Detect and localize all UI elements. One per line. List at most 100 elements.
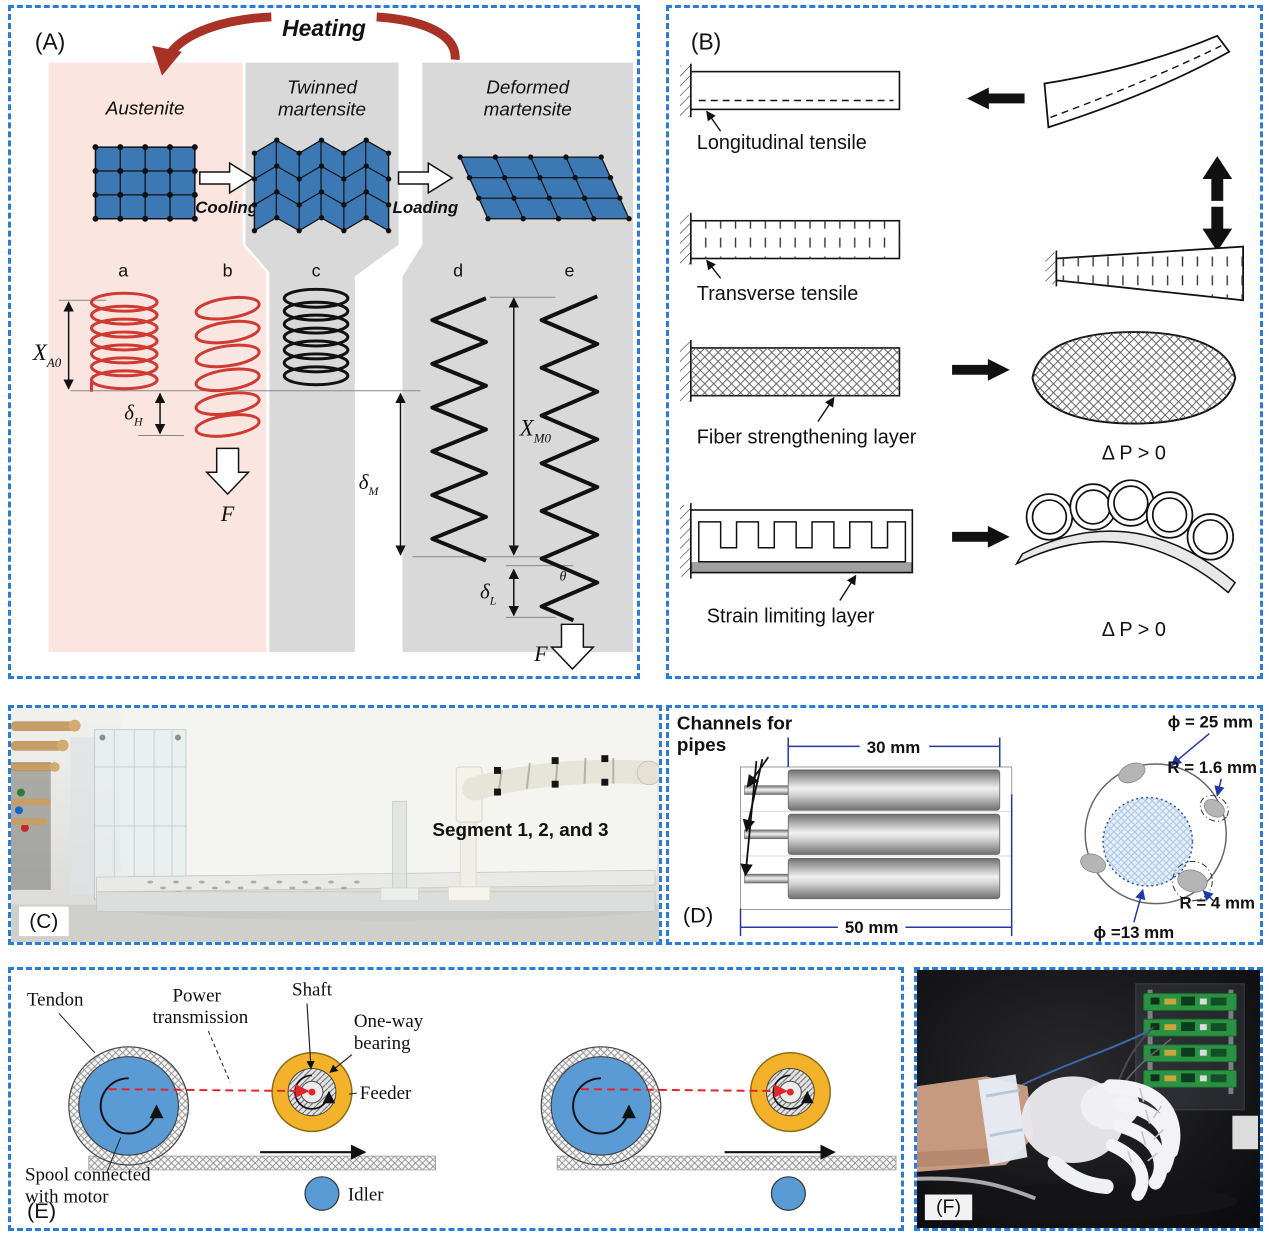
force-arrow-bottom-icon (549, 623, 596, 671)
fiber-channel-left (1080, 853, 1107, 874)
dim-dh-label: δH (124, 401, 144, 429)
transverse-tensile-schematic (679, 212, 901, 279)
theta-label: θ (559, 570, 566, 585)
feeder-rotation-arrow-icon (294, 1074, 336, 1110)
spring-label-a: a (118, 260, 128, 280)
spool-rotation-arrow-icon (99, 1077, 164, 1135)
spool-core (78, 1056, 180, 1156)
panel-b-actuation-modes: (B) Longitudinal tensile (666, 5, 1263, 679)
panel-c-tag-chip (18, 906, 69, 937)
force-arrow-top-icon (205, 447, 251, 496)
panel-f-glove-photo: (F) (914, 967, 1263, 1231)
feeder-label: Feeder (360, 1083, 412, 1104)
r-small-label: R = 1.6 mm (1167, 758, 1257, 777)
deformed-title-1: Deformed (486, 77, 569, 98)
dimension-arrows (63, 297, 520, 617)
spring-label-c: c (312, 260, 321, 280)
deformed-martensite-region (402, 62, 634, 653)
heating-label: Heating (282, 15, 366, 41)
heating-arrow (152, 12, 460, 76)
fiber-layer-schematic (679, 340, 901, 422)
channels-label-2: pipes (677, 734, 726, 755)
body-side-view (740, 766, 1013, 911)
fiber-layer-label: Fiber strengthening layer (697, 426, 917, 448)
spring-c (282, 287, 350, 387)
photo-holders (380, 766, 491, 902)
deformed-lattice (457, 154, 632, 222)
spring-label-e: e (564, 260, 574, 280)
fiber-channel-bottom (1177, 869, 1208, 893)
austenite-title: Austenite (105, 98, 185, 119)
spool-label-2: with motor (25, 1186, 109, 1207)
drive-assembly-left (68, 1046, 436, 1211)
photo-backdrop-sheet (120, 708, 658, 876)
strain-layer-label: Strain limiting layer (707, 605, 875, 627)
strain-layer-note: Δ P > 0 (1102, 619, 1166, 641)
idler-pulley-2 (770, 1176, 806, 1211)
twinned-title-2: martensite (278, 99, 366, 120)
up-arrow-icon (1202, 156, 1233, 201)
photo-rig-left (11, 719, 187, 900)
power-transmission-line-2 (581, 1084, 788, 1098)
dim-dl-label: δL (480, 579, 497, 607)
bearing-label-2: bearing (354, 1033, 411, 1054)
idler-pulley (304, 1176, 340, 1211)
pipe-2 (744, 829, 789, 840)
right-arrow-icon-2 (952, 525, 1010, 548)
photo-soft-finger (462, 755, 659, 801)
bearing-label-1: One-way (354, 1011, 424, 1032)
spring-a (89, 291, 159, 392)
heating-arrowhead-icon (152, 45, 182, 76)
dim-30mm-label: 30 mm (867, 738, 921, 757)
spring-e (539, 294, 600, 623)
deformed-title-2: martensite (484, 99, 572, 120)
austenite-lattice (92, 144, 198, 222)
photo-wrist-strap (978, 1074, 1028, 1165)
loading-label: Loading (393, 198, 459, 217)
phi-inner-label: ϕ =13 mm (1094, 923, 1175, 942)
glove-thumb (1047, 1155, 1114, 1195)
spool-rotation-arrow-icon-2 (572, 1077, 636, 1135)
photo-glove-hand (1021, 1076, 1181, 1201)
tendon-tape-rail (88, 1155, 436, 1171)
channels-label-1: Channels for (677, 713, 793, 734)
longitudinal-tensile-label: Longitudinal tensile (697, 132, 867, 154)
transverse-tensile-deformed (1045, 156, 1245, 302)
panel-c-tag: (C) (29, 910, 58, 933)
loading-arrow-icon (397, 161, 454, 195)
panel-e-tag: (E) (27, 1198, 56, 1223)
spool-core-2 (550, 1056, 652, 1156)
dimension-50mm (739, 794, 1013, 937)
cylinder-1 (787, 769, 1001, 811)
cross-section-view (1080, 762, 1229, 905)
panel-f-tag: (F) (936, 1196, 961, 1218)
dim-dm-label: δM (359, 470, 380, 498)
down-arrow-icon (1202, 206, 1233, 252)
glove-finger-2 (1112, 1097, 1176, 1174)
panel-b-tag: (B) (691, 29, 721, 55)
dim-50mm-label: 50 mm (845, 918, 899, 937)
tendon-label: Tendon (27, 990, 84, 1011)
photo-baseplate (96, 869, 656, 912)
spring-b (194, 295, 261, 438)
channel-pointer-arrows (740, 756, 770, 877)
force-top-label: F (220, 502, 235, 526)
leader-lines-left (58, 1003, 357, 1174)
panel-a-sma-phase-diagram: Heating (A) Austenite Twinned martensite… (8, 5, 640, 679)
panel-a-tag: (A) (35, 29, 65, 55)
cross-section-leaders (1133, 732, 1225, 923)
spring-d (430, 296, 488, 563)
photo-floor-shadow (931, 1183, 1238, 1220)
strain-layer-deformed (952, 479, 1237, 594)
strain-layer-schematic (679, 503, 914, 601)
twinned-lattice (251, 137, 392, 234)
shaft-center-dot (308, 1088, 316, 1096)
panel-f-tag-chip (924, 1194, 973, 1221)
transverse-tensile-label: Transverse tensile (697, 283, 858, 305)
spool-label-1: Spool connected (25, 1165, 151, 1186)
glove-finger-3 (1113, 1118, 1168, 1190)
glove-finger-4 (1105, 1138, 1149, 1201)
dim-xm0-label: XM0 (519, 415, 552, 445)
pipe-1 (744, 785, 789, 795)
tendon-tape-rail-2 (556, 1155, 897, 1171)
